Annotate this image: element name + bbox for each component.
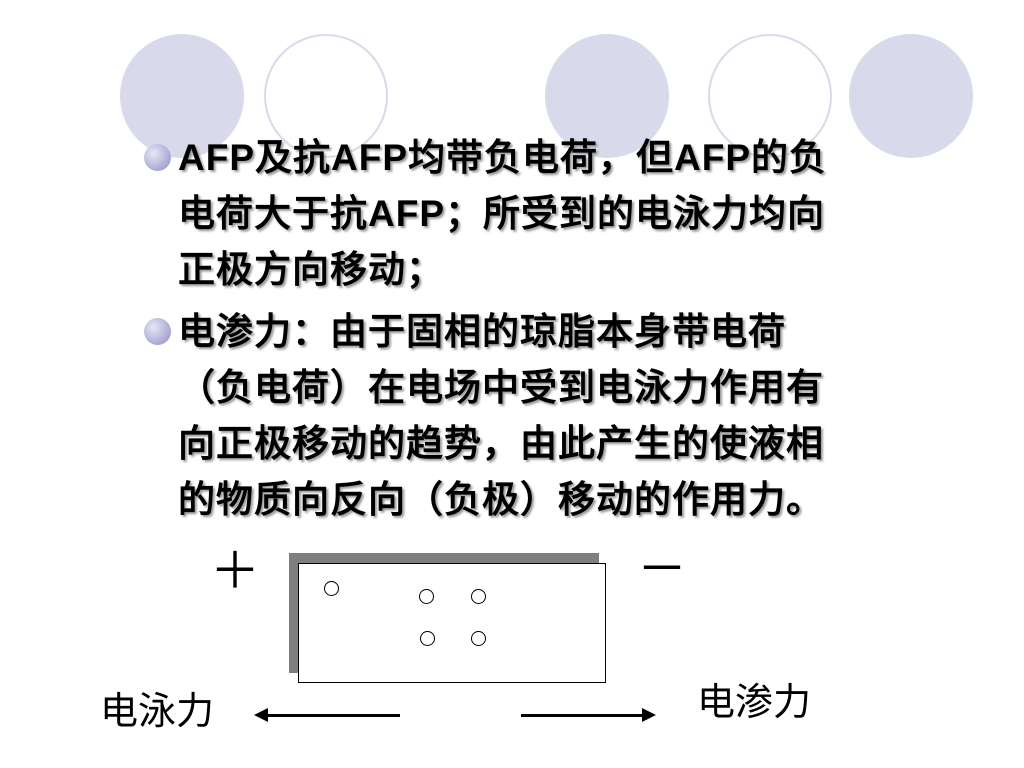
bullet-text: AFP及抗AFP均带负电荷，但AFP的负电荷大于抗AFP；所受到的电泳力均向正极… [178, 136, 827, 291]
text-run: （负电荷）在电场中受到电泳力作用有 [178, 366, 824, 409]
bullet-dot-icon [144, 144, 171, 171]
negative-pole-sign: － [637, 540, 687, 598]
electroosmosis-force-label: 电渗力 [697, 680, 812, 724]
decor-circle-4 [708, 34, 832, 158]
bullet-afp-charge: AFP及抗AFP均带负电荷，但AFP的负电荷大于抗AFP；所受到的电泳力均向正极… [140, 130, 960, 298]
decor-circle-1 [120, 34, 244, 158]
arrow-right-icon [521, 708, 656, 722]
arrow-left-icon [254, 708, 400, 722]
text-run: 电渗力：由于固相的琼脂本身带电荷 [178, 310, 786, 353]
text-run: 向正极移动的趋势，由此产生的使液相 [178, 422, 824, 465]
text-run: 及抗 [255, 136, 331, 179]
term-afp: AFP [674, 137, 751, 178]
term-afp: AFP [178, 137, 255, 178]
text-run: 均带负电荷，但 [408, 136, 674, 179]
electrophoresis-force-label: 电泳力 [100, 689, 215, 733]
sample-well [471, 631, 486, 646]
bullet-dot-icon [144, 318, 171, 345]
text-run: 正极方向移动； [178, 248, 444, 291]
bullet-electroosmosis: 电渗力：由于固相的琼脂本身带电荷 （负电荷）在电场中受到电泳力作用有向正极移动的趋… [140, 304, 960, 528]
text-run: ；所受到的电泳力均向 [445, 192, 825, 235]
term-afp: AFP [368, 193, 445, 234]
text-run: 的负 [751, 136, 827, 179]
bullet-list: AFP及抗AFP均带负电荷，但AFP的负电荷大于抗AFP；所受到的电泳力均向正极… [140, 130, 960, 534]
text-run: 的物质向反向（负极）移动的作用力。 [178, 478, 824, 521]
decor-circle-3 [545, 34, 669, 158]
decor-circle-5 [849, 34, 973, 158]
gel-plate [298, 563, 606, 683]
sample-well [324, 581, 339, 596]
bullet-text: 电渗力：由于固相的琼脂本身带电荷 （负电荷）在电场中受到电泳力作用有向正极移动的趋… [178, 310, 824, 521]
term-afp: AFP [331, 137, 408, 178]
decor-circle-2 [264, 34, 388, 158]
positive-pole-sign: ＋ [210, 542, 260, 600]
text-run: 电荷大于抗 [178, 192, 368, 235]
sample-well [420, 631, 435, 646]
sample-well [471, 589, 486, 604]
sample-well [419, 589, 434, 604]
